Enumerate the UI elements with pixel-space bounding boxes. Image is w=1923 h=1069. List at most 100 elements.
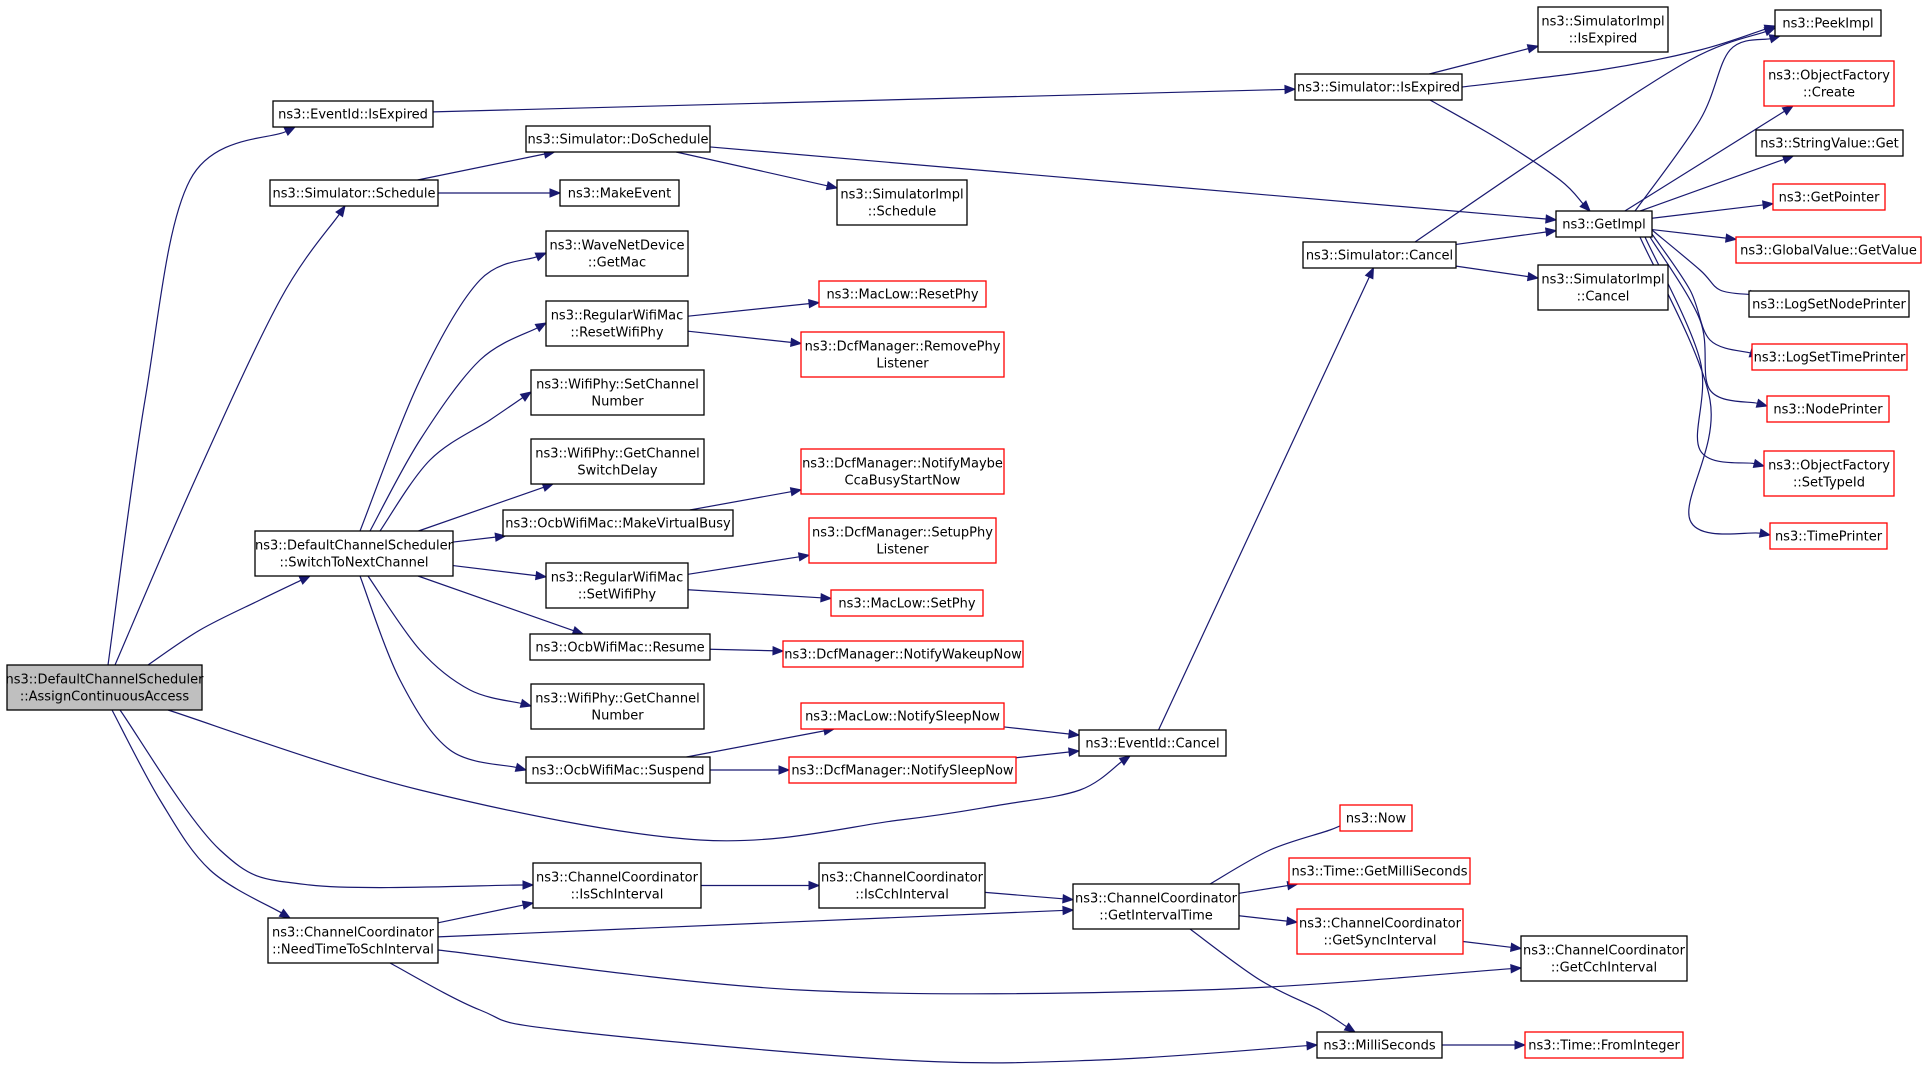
edge-line: [369, 327, 538, 532]
node-label: ns3::Simulator::Schedule: [272, 187, 435, 202]
edge-arrowhead: [1062, 894, 1075, 904]
node-peekimpl[interactable]: ns3::PeekImpl: [1774, 9, 1882, 37]
node-wave-getmac[interactable]: ns3::WaveNetDevice::GetMac: [545, 230, 689, 277]
node-cc-issch[interactable]: ns3::ChannelCoordinator::IsSchInterval: [532, 862, 702, 909]
edge-arrowhead: [541, 482, 555, 492]
node-getpointer[interactable]: ns3::GetPointer: [1772, 183, 1886, 211]
node-objfactory-settype[interactable]: ns3::ObjectFactory::SetTypeId: [1763, 450, 1895, 497]
node-box: [530, 369, 705, 416]
node-makeevent[interactable]: ns3::MakeEvent: [559, 179, 680, 207]
node-ocb-resume[interactable]: ns3::OcbWifiMac::Resume: [529, 633, 711, 661]
node-logsetnode[interactable]: ns3::LogSetNodePrinter: [1748, 290, 1910, 318]
node-sim-doschedule[interactable]: ns3::Simulator::DoSchedule: [525, 125, 711, 153]
node-time-fromint[interactable]: ns3::Time::FromInteger: [1524, 1031, 1684, 1059]
call-edge: [359, 575, 528, 772]
node-label: ns3::DcfManager::NotifySleepNow: [791, 764, 1014, 779]
edge-line: [1461, 28, 1766, 88]
edge-arrowhead: [514, 762, 528, 772]
edge-line: [437, 949, 1512, 995]
node-label: ns3::ObjectFactory: [1768, 459, 1890, 474]
edge-line: [119, 709, 524, 889]
node-ocb-suspend[interactable]: ns3::OcbWifiMac::Suspend: [525, 756, 711, 784]
node-need-time[interactable]: ns3::ChannelCoordinator::NeedTimeToSchIn…: [267, 917, 439, 964]
node-label: ns3::SimulatorImpl: [840, 188, 963, 203]
call-edge: [709, 646, 785, 656]
node-globalvalue-get[interactable]: ns3::GlobalValue::GetValue: [1735, 236, 1922, 264]
node-simimpl-schedule[interactable]: ns3::SimulatorImpl::Schedule: [836, 179, 968, 226]
call-edge: [418, 482, 555, 532]
node-maclow-setphy[interactable]: ns3::MacLow::SetPhy: [830, 589, 984, 617]
node-dcf-sleep[interactable]: ns3::DcfManager::NotifySleepNow: [788, 756, 1017, 784]
call-edge: [1455, 227, 1558, 246]
node-maclow-sleep[interactable]: ns3::MacLow::NotifySleepNow: [800, 702, 1005, 730]
node-sim-schedule[interactable]: ns3::Simulator::Schedule: [269, 179, 439, 207]
node-reg-setphy[interactable]: ns3::RegularWifiMac::SetWifiPhy: [545, 562, 689, 609]
node-label: ns3::RegularWifiMac: [551, 571, 684, 586]
call-edge: [1639, 236, 1772, 538]
node-milliseconds[interactable]: ns3::MilliSeconds: [1316, 1031, 1443, 1059]
node-switch-next[interactable]: ns3::DefaultChannelScheduler::SwitchToNe…: [254, 530, 454, 577]
node-label: ::Create: [1803, 86, 1855, 101]
node-timeprinter[interactable]: ns3::TimePrinter: [1769, 522, 1888, 550]
edge-arrowhead: [789, 487, 803, 497]
node-cc-getsync[interactable]: ns3::ChannelCoordinator::GetSyncInterval: [1296, 908, 1464, 955]
node-now[interactable]: ns3::Now: [1339, 804, 1413, 832]
node-objfactory-create[interactable]: ns3::ObjectFactory::Create: [1763, 60, 1895, 107]
edge-arrowhead: [1758, 528, 1772, 538]
node-getimpl[interactable]: ns3::GetImpl: [1555, 210, 1653, 238]
node-simimpl-isexpired[interactable]: ns3::SimulatorImpl::IsExpired: [1537, 6, 1669, 53]
node-label: ::NeedTimeToSchInterval: [272, 943, 434, 958]
edge-arrowhead: [283, 126, 297, 136]
node-label: ns3::SimulatorImpl: [1541, 15, 1664, 30]
node-sim-cancel[interactable]: ns3::Simulator::Cancel: [1302, 241, 1457, 269]
node-label: ns3::WifiPhy::GetChannel: [535, 447, 700, 462]
node-box: [1735, 236, 1922, 264]
node-nodeprinter[interactable]: ns3::NodePrinter: [1766, 395, 1890, 423]
node-maclow-resetphy[interactable]: ns3::MacLow::ResetPhy: [818, 280, 987, 308]
node-box: [808, 517, 997, 564]
node-dcf-wakeup[interactable]: ns3::DcfManager::NotifyWakeupNow: [782, 640, 1024, 668]
node-time-getms[interactable]: ns3::Time::GetMilliSeconds: [1288, 857, 1471, 885]
node-cc-iscch[interactable]: ns3::ChannelCoordinator::IsCchInterval: [818, 862, 986, 909]
node-label: ns3::PeekImpl: [1782, 17, 1873, 32]
node-label: ::SetWifiPhy: [578, 588, 657, 603]
node-reg-resetphy[interactable]: ns3::RegularWifiMac::ResetWifiPhy: [545, 300, 689, 347]
edge-line: [1238, 884, 1288, 894]
edge-line: [689, 491, 792, 511]
node-label: ns3::ChannelCoordinator: [1523, 944, 1686, 959]
node-box: [1755, 129, 1904, 157]
node-label: ::IsSchInterval: [571, 888, 664, 903]
node-logsettime[interactable]: ns3::LogSetTimePrinter: [1751, 343, 1908, 371]
node-sim-isexpired[interactable]: ns3::Simulator::IsExpired: [1294, 73, 1463, 101]
node-eventid-isexpired[interactable]: ns3::EventId::IsExpired: [272, 100, 434, 128]
node-cc-getinterval[interactable]: ns3::ChannelCoordinator::GetIntervalTime: [1072, 883, 1240, 930]
call-edge: [984, 891, 1075, 904]
edge-line: [687, 589, 822, 599]
edge-arrowhead: [549, 188, 562, 198]
edge-arrowhead: [1781, 105, 1795, 116]
node-eventid-cancel[interactable]: ns3::EventId::Cancel: [1078, 729, 1227, 757]
node-box: [1772, 183, 1886, 211]
edge-line: [111, 709, 282, 914]
node-box: [530, 683, 705, 730]
node-cc-getcch[interactable]: ns3::ChannelCoordinator::GetCchInterval: [1520, 935, 1688, 982]
node-box: [1766, 395, 1890, 423]
call-edge: [452, 564, 548, 581]
edge-line: [417, 153, 545, 181]
node-label: ns3::OcbWifiMac::Suspend: [531, 764, 704, 779]
node-dcf-notifycca[interactable]: ns3::DcfManager::NotifyMaybeCcaBusyStart…: [800, 448, 1005, 495]
edge-line: [107, 130, 287, 666]
edge-line: [1639, 236, 1761, 535]
node-stringvalue-get[interactable]: ns3::StringValue::Get: [1755, 129, 1904, 157]
node-simimpl-cancel[interactable]: ns3::SimulatorImpl::Cancel: [1537, 264, 1669, 311]
edge-arrowhead: [1545, 214, 1558, 224]
node-label: ns3::DcfManager::NotifyWakeupNow: [784, 648, 1022, 663]
node-ocb-virtbusy[interactable]: ns3::OcbWifiMac::MakeVirtualBusy: [502, 509, 734, 537]
node-box: [1537, 6, 1669, 53]
node-box: [1774, 9, 1882, 37]
